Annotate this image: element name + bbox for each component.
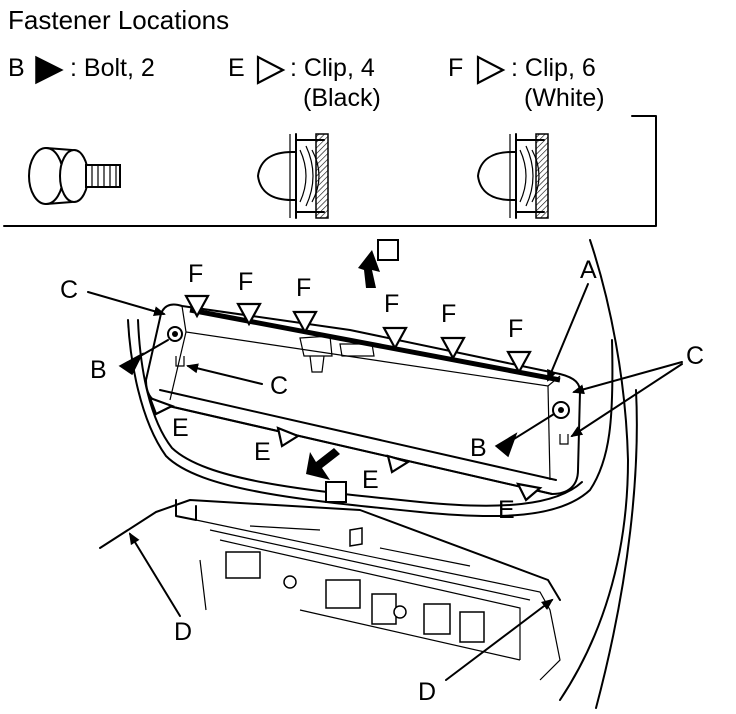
pull-down-arrow-icon <box>306 448 347 503</box>
callout-f-1: F <box>188 260 203 288</box>
clip-f-labels: F F F F F F <box>188 260 523 343</box>
fastener-panel-border <box>3 115 657 227</box>
legend-bolt-letter: B <box>8 54 25 82</box>
callout-b-right: B <box>470 434 487 462</box>
clip-white-illustration <box>476 133 549 219</box>
clip-e-labels: E E E E <box>172 414 515 524</box>
callout-e-2: E <box>254 438 271 466</box>
callout-d-left: D <box>174 618 192 646</box>
callout-e-4: E <box>498 496 515 524</box>
callout-a: A <box>580 256 597 284</box>
legend-clip-white-note: (White) <box>524 84 605 112</box>
callout-f-5: F <box>441 300 456 328</box>
callout-f-4: F <box>384 290 399 318</box>
page-title: Fastener Locations <box>8 5 229 35</box>
callout-c-top-left: C <box>60 276 78 304</box>
callout-f-2: F <box>238 268 253 296</box>
callout-b-left: B <box>90 356 107 384</box>
legend-clip-white: F : Clip, 6 (White) <box>448 54 605 112</box>
legend-bolt-text: : Bolt, 2 <box>70 54 155 82</box>
callout-e-3: E <box>362 466 379 494</box>
push-up-arrow-icon <box>358 239 399 288</box>
callout-f-3: F <box>296 274 311 302</box>
legend-clip-white-letter: F <box>448 54 463 82</box>
trim-assembly-drawing <box>99 239 638 709</box>
callout-c-right: C <box>686 342 704 370</box>
legend-clip-black-note: (Black) <box>303 84 381 112</box>
solid-triangle-icon <box>35 55 64 85</box>
clip-f-markers <box>184 294 532 375</box>
clip-black-illustration <box>256 133 329 219</box>
legend-bolt: B : Bolt, 2 <box>8 54 155 85</box>
legend-clip-white-text: : Clip, 6 <box>511 54 596 82</box>
clip-e-markers <box>148 396 543 502</box>
callout-f-6: F <box>508 315 523 343</box>
callout-c-middle: C <box>270 372 288 400</box>
legend-clip-black: E : Clip, 4 (Black) <box>228 54 381 112</box>
legend-clip-black-letter: E <box>228 54 245 82</box>
callout-d-bottom: D <box>418 678 436 706</box>
outline-triangle-icon <box>256 55 286 85</box>
callout-e-1: E <box>172 414 189 442</box>
outline-triangle-icon <box>476 55 506 85</box>
legend-clip-black-text: : Clip, 4 <box>290 54 375 82</box>
bolt-illustration <box>28 147 121 205</box>
